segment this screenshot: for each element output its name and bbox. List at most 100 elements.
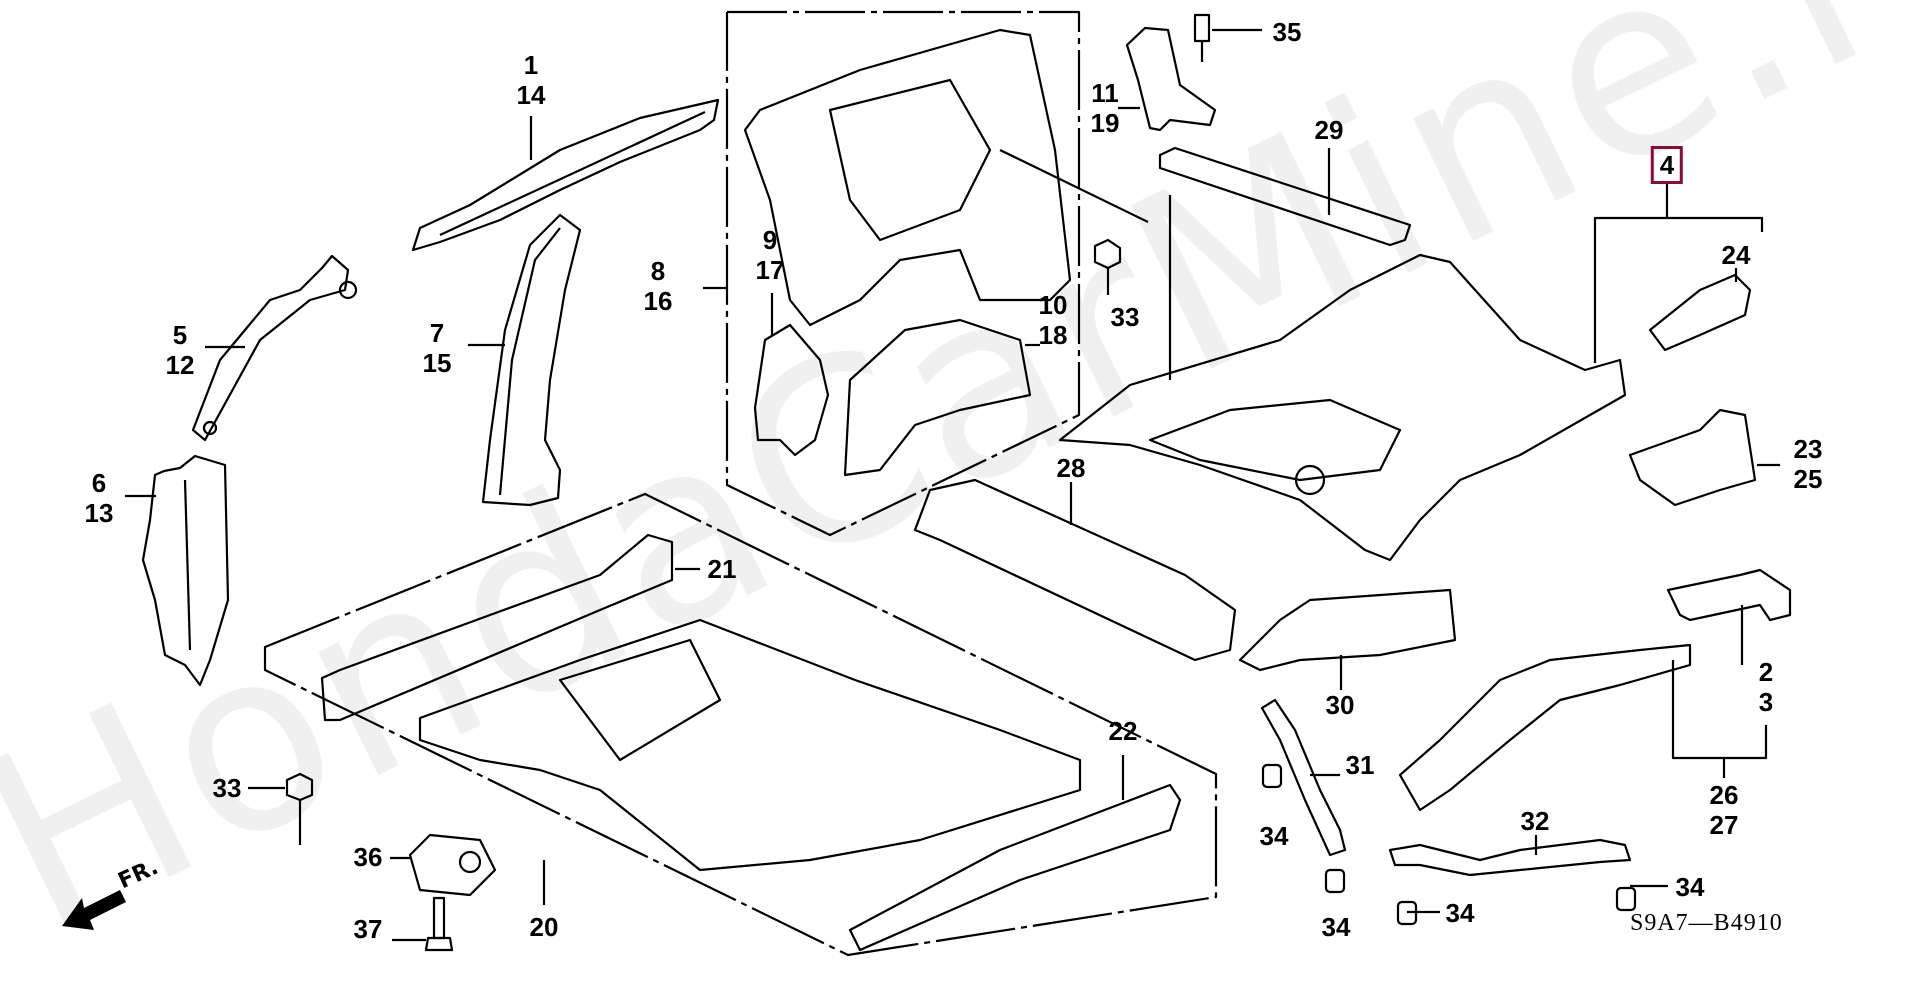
part-bracket-30 bbox=[1238, 588, 1457, 690]
part-rear-inner-panel bbox=[703, 28, 1149, 327]
callout-7-15[interactable]: 7 15 bbox=[423, 318, 452, 378]
part-number[interactable]: 11 bbox=[1091, 78, 1119, 108]
part-frame-extension bbox=[1666, 568, 1792, 665]
part-side-sill-21 bbox=[320, 533, 700, 722]
part-rear-extension-24 bbox=[1648, 268, 1752, 352]
part-number[interactable]: 34 bbox=[1445, 898, 1475, 928]
part-front-floor-pan bbox=[418, 618, 1082, 905]
callout-32[interactable]: 32 bbox=[1521, 806, 1550, 836]
group-box-inner-panel bbox=[725, 10, 1081, 537]
part-number[interactable]: 36 bbox=[353, 842, 383, 872]
part-number[interactable]: 32 bbox=[1520, 806, 1550, 836]
part-roof-side-rail bbox=[411, 98, 720, 252]
part-bolt-37 bbox=[392, 896, 454, 952]
part-number[interactable]: 13 bbox=[84, 498, 114, 528]
group-box-front-floor bbox=[263, 492, 1218, 957]
part-number[interactable]: 35 bbox=[1272, 17, 1302, 47]
part-number[interactable]: 34 bbox=[1259, 821, 1289, 851]
part-number[interactable]: 10 bbox=[1038, 290, 1068, 320]
part-number[interactable]: 2 bbox=[1758, 657, 1774, 687]
callout-23-25[interactable]: 23 25 bbox=[1794, 434, 1823, 494]
callout-10-18[interactable]: 10 18 bbox=[1039, 290, 1068, 350]
part-number[interactable]: 34 bbox=[1675, 872, 1705, 902]
part-number[interactable]: 7 bbox=[429, 318, 445, 348]
callout-34-c[interactable]: 34 bbox=[1446, 898, 1475, 928]
callout-35[interactable]: 35 bbox=[1273, 17, 1302, 47]
part-nut-block-36 bbox=[390, 833, 497, 897]
part-number[interactable]: 1 bbox=[523, 50, 539, 80]
callout-8-16[interactable]: 8 16 bbox=[644, 256, 673, 316]
part-number[interactable]: 20 bbox=[529, 912, 559, 942]
callout-34-a[interactable]: 34 bbox=[1260, 821, 1289, 851]
part-bolt-33-upper bbox=[1093, 238, 1122, 295]
part-number[interactable]: 6 bbox=[91, 468, 107, 498]
part-number[interactable]: 17 bbox=[755, 255, 785, 285]
part-side-sill-22 bbox=[848, 755, 1182, 952]
part-number[interactable]: 34 bbox=[1321, 912, 1351, 942]
callout-4-highlighted[interactable]: 4 bbox=[1650, 146, 1684, 184]
part-bracket-upper bbox=[1118, 26, 1217, 132]
part-number[interactable]: 18 bbox=[1038, 320, 1068, 350]
part-number[interactable]: 4 bbox=[1659, 150, 1675, 180]
part-number[interactable]: 22 bbox=[1108, 716, 1138, 746]
callout-21[interactable]: 21 bbox=[708, 554, 737, 584]
callout-30[interactable]: 30 bbox=[1326, 690, 1355, 720]
part-number[interactable]: 28 bbox=[1056, 453, 1086, 483]
part-number[interactable]: 27 bbox=[1709, 810, 1739, 840]
callout-9-17[interactable]: 9 17 bbox=[756, 225, 785, 285]
part-number[interactable]: 14 bbox=[516, 80, 546, 110]
part-brace bbox=[191, 254, 358, 442]
part-number[interactable]: 12 bbox=[165, 350, 195, 380]
part-number[interactable]: 26 bbox=[1709, 780, 1739, 810]
part-number[interactable]: 3 bbox=[1758, 687, 1774, 717]
part-number[interactable]: 5 bbox=[172, 320, 188, 350]
part-center-pillar bbox=[468, 213, 582, 507]
callout-34-b[interactable]: 34 bbox=[1322, 912, 1351, 942]
part-wheelhouse-front bbox=[753, 293, 830, 457]
part-number[interactable]: 8 bbox=[650, 256, 666, 286]
part-bolt-33-lower bbox=[248, 772, 314, 845]
part-number[interactable]: 21 bbox=[707, 554, 737, 584]
part-pillar-lower bbox=[125, 454, 230, 687]
callout-31[interactable]: 31 bbox=[1346, 750, 1375, 780]
part-number[interactable]: 37 bbox=[353, 914, 383, 944]
part-number[interactable]: 33 bbox=[1110, 302, 1140, 332]
callout-33-upper[interactable]: 33 bbox=[1111, 302, 1140, 332]
part-number[interactable]: 33 bbox=[212, 773, 242, 803]
part-number[interactable]: 30 bbox=[1325, 690, 1355, 720]
part-crossmember-29 bbox=[1158, 146, 1412, 247]
callout-26-27[interactable]: 26 27 bbox=[1710, 780, 1739, 840]
callout-22[interactable]: 22 bbox=[1109, 716, 1138, 746]
callout-36[interactable]: 36 bbox=[354, 842, 383, 872]
callout-29[interactable]: 29 bbox=[1315, 115, 1344, 145]
part-number[interactable]: 23 bbox=[1793, 434, 1823, 464]
part-number[interactable]: 15 bbox=[422, 348, 452, 378]
part-wheelhouse-inner bbox=[843, 318, 1040, 477]
callout-6-13[interactable]: 6 13 bbox=[85, 468, 114, 528]
part-bolt-35 bbox=[1193, 13, 1262, 62]
part-number[interactable]: 19 bbox=[1090, 108, 1120, 138]
part-rear-frame bbox=[1398, 643, 1768, 812]
part-number[interactable]: 9 bbox=[762, 225, 778, 255]
part-bar-32 bbox=[1388, 835, 1632, 877]
part-number[interactable]: 25 bbox=[1793, 464, 1823, 494]
callout-34-d[interactable]: 34 bbox=[1676, 872, 1705, 902]
callout-28[interactable]: 28 bbox=[1057, 453, 1086, 483]
callout-2-3[interactable]: 2 3 bbox=[1759, 657, 1773, 717]
callout-5-12[interactable]: 5 12 bbox=[166, 320, 195, 380]
part-number[interactable]: 29 bbox=[1314, 115, 1344, 145]
callout-1-14[interactable]: 1 14 bbox=[517, 50, 546, 110]
part-crossmember-28 bbox=[913, 478, 1237, 662]
part-number[interactable]: 24 bbox=[1721, 240, 1751, 270]
part-number[interactable]: 31 bbox=[1345, 750, 1375, 780]
part-bracket-23 bbox=[1628, 408, 1780, 507]
callout-33-lower[interactable]: 33 bbox=[213, 773, 242, 803]
callout-11-19[interactable]: 11 19 bbox=[1091, 78, 1120, 138]
part-number[interactable]: 16 bbox=[643, 286, 673, 316]
part-nut-34 bbox=[1261, 763, 1668, 926]
callout-24[interactable]: 24 bbox=[1722, 240, 1751, 270]
diagram-code: S9A7—B4910 bbox=[1630, 910, 1783, 936]
callout-37[interactable]: 37 bbox=[354, 914, 383, 944]
callout-20[interactable]: 20 bbox=[530, 912, 559, 942]
